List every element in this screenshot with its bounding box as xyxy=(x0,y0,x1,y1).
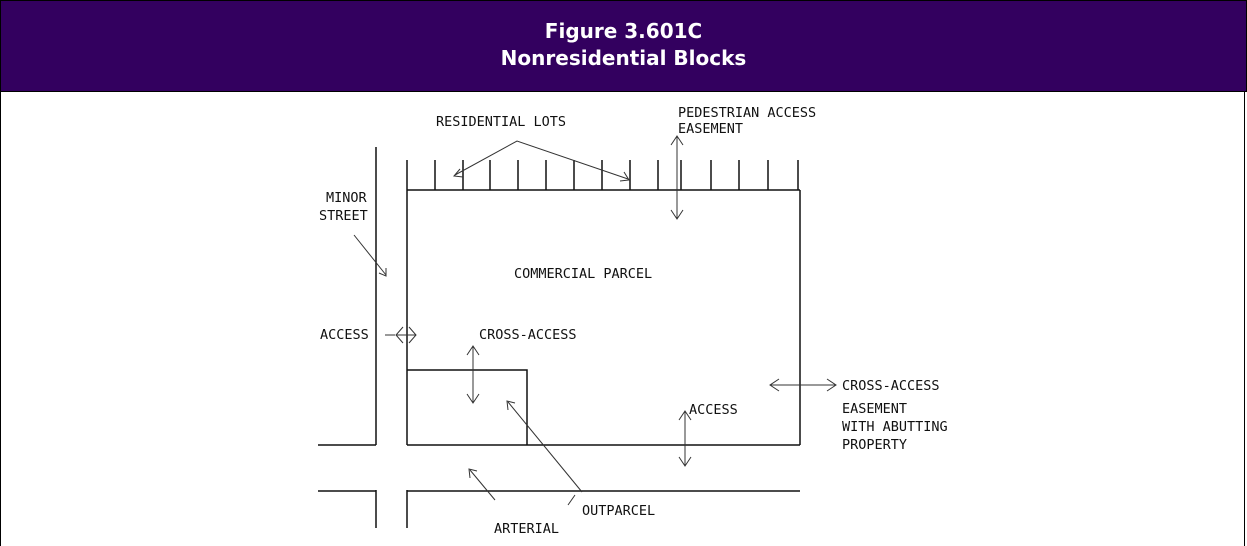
minor-street-label: MINOR xyxy=(326,190,368,206)
outparcel-leader xyxy=(507,401,583,493)
cross-access-label: CROSS-ACCESS xyxy=(479,327,577,343)
arterial-label: ARTERIAL xyxy=(494,521,559,537)
arterial-leader xyxy=(469,469,496,501)
residential-lots-label: RESIDENTIAL LOTS xyxy=(436,114,566,130)
cross-access-easement-label: CROSS-ACCESS xyxy=(842,378,940,394)
lot-lines xyxy=(406,160,799,190)
outparcel-label: OUTPARCEL xyxy=(582,503,655,519)
figure-number: Figure 3.601C xyxy=(544,19,703,43)
minor-street-leader xyxy=(353,234,387,276)
cross-access-easement-label-2: EASEMENT xyxy=(842,401,907,417)
access-bottom-label: ACCESS xyxy=(689,402,738,418)
commercial-parcel-label: COMMERCIAL PARCEL xyxy=(514,266,652,282)
access-left-label: ACCESS xyxy=(320,327,369,343)
figure-header: Figure 3.601C Nonresidential Blocks xyxy=(0,0,1247,92)
figure-title: Nonresidential Blocks xyxy=(500,46,747,70)
pedestrian-easement-label: EASEMENT xyxy=(678,121,743,137)
pedestrian-access-label: PEDESTRIAN ACCESS xyxy=(678,105,816,121)
outparcel-boundary xyxy=(407,369,528,445)
cross-access-easement-label-4: PROPERTY xyxy=(842,437,907,453)
residential-lots-leader xyxy=(454,140,629,180)
cross-access-easement-label-3: WITH ABUTTING xyxy=(842,419,948,435)
minor-street-label-2: STREET xyxy=(319,208,368,224)
